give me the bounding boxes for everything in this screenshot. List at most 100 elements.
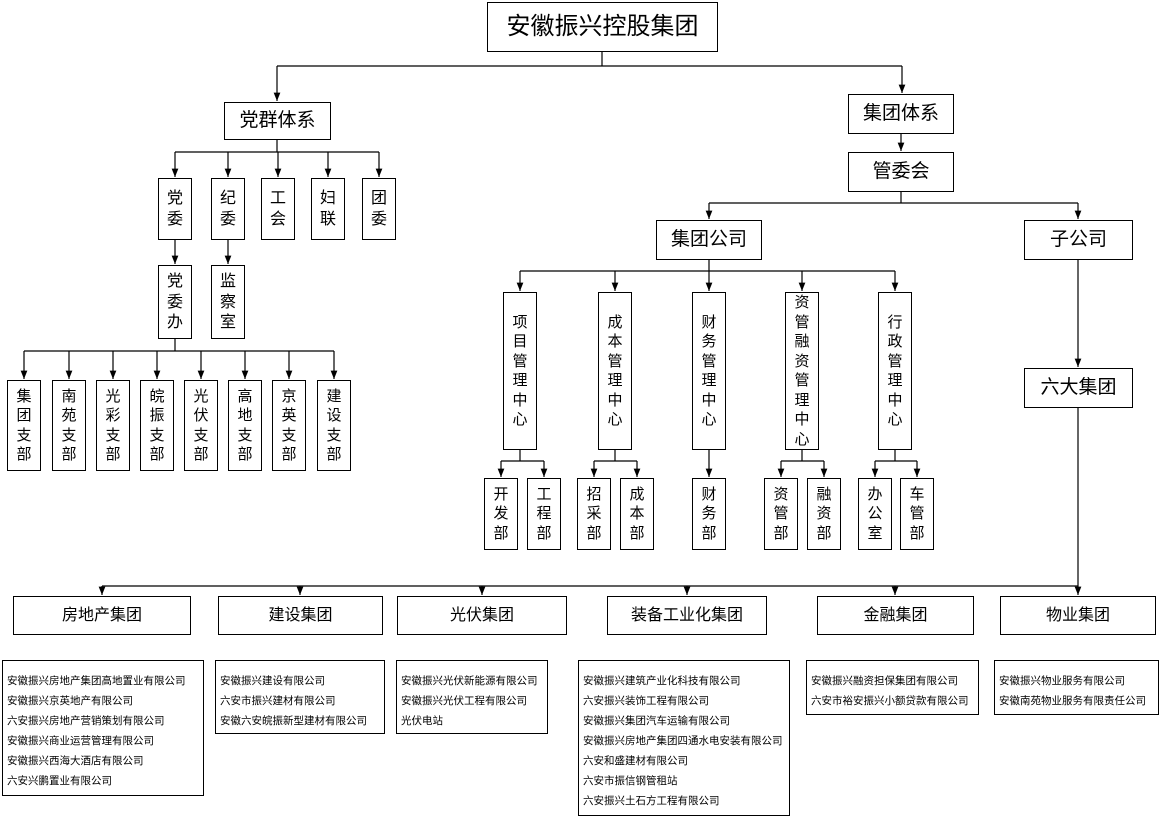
char: 光	[105, 386, 121, 405]
company-item: 六安市裕安振兴小额贷款有限公司	[811, 695, 969, 707]
subsidiary-node: 子公司	[1024, 220, 1133, 260]
char: 中	[887, 390, 903, 409]
char: 部	[61, 445, 77, 463]
party-unit-2: 工会	[261, 178, 295, 240]
char: 建	[326, 386, 342, 405]
char: 支	[105, 425, 121, 444]
char: 部	[237, 445, 253, 463]
company-item: 六安振兴房地产营销策划有限公司	[7, 715, 165, 727]
branch-3: 皖振支部	[140, 380, 174, 471]
char: 中	[701, 390, 717, 409]
company-item: 安徽六安皖振新型建材有限公司	[220, 715, 367, 727]
char: 采	[586, 504, 602, 523]
branch-6: 京英支部	[272, 380, 306, 471]
char: 光	[193, 386, 209, 405]
company-item: 六安市振信钢管租站	[583, 775, 678, 787]
group-head-5: 物业集团	[1000, 596, 1156, 635]
char: 支	[61, 425, 77, 444]
char: 中	[512, 390, 528, 409]
char: 支	[149, 425, 165, 444]
company-list-1: 安徽振兴建设有限公司六安市振兴建材有限公司安徽六安皖振新型建材有限公司	[215, 660, 385, 734]
char: 理	[794, 390, 810, 409]
party-unit-4: 团委	[362, 178, 396, 240]
dept-0-0: 开发部	[484, 478, 518, 550]
company-item: 六安振兴装饰工程有限公司	[583, 695, 709, 707]
char: 行	[887, 312, 903, 331]
char: 部	[816, 523, 832, 542]
char: 团	[16, 406, 32, 424]
char: 联	[319, 209, 336, 228]
char: 程	[536, 504, 552, 523]
center-4: 行政管理中心	[878, 292, 912, 450]
dept-2-0: 财务部	[692, 478, 726, 550]
company-list-0: 安徽振兴房地产集团高地置业有限公司安徽振兴京英地产有限公司六安振兴房地产营销策划…	[2, 660, 204, 796]
center-1: 成本管理中心	[598, 292, 632, 450]
char: 理	[607, 371, 623, 389]
char: 委	[166, 209, 183, 228]
char: 监	[219, 270, 236, 290]
char: 理	[512, 371, 528, 389]
char: 部	[586, 523, 602, 542]
char: 发	[493, 504, 509, 523]
party-system-node: 党群体系	[224, 102, 331, 140]
char: 心	[794, 429, 810, 448]
committee-node: 管委会	[848, 152, 954, 192]
char: 项	[512, 312, 528, 331]
char: 心	[701, 410, 717, 428]
char: 本	[607, 332, 623, 350]
company-item: 安徽振兴房地产集团四通水电安装有限公司	[583, 735, 783, 747]
party-unit-0: 党委	[158, 178, 192, 240]
char: 支	[16, 425, 32, 444]
group-system-node: 集团体系	[848, 94, 954, 134]
char: 招	[586, 484, 602, 503]
char: 支	[326, 425, 342, 444]
char: 管	[794, 371, 810, 389]
company-item: 安徽振兴西海大酒店有限公司	[7, 755, 144, 767]
dept-0-1: 工程部	[527, 478, 561, 550]
company-item: 光伏电站	[401, 715, 443, 727]
char: 委	[219, 209, 236, 228]
char: 本	[629, 504, 645, 523]
center-2: 财务管理中心	[692, 292, 726, 450]
company-list-5: 安徽振兴物业服务有限公司安徽南苑物业服务有限责任公司	[994, 660, 1159, 715]
group-head-3: 装备工业化集团	[607, 596, 767, 635]
char: 团	[370, 188, 387, 208]
char: 资	[773, 484, 789, 503]
char: 京	[281, 386, 297, 405]
char: 支	[193, 425, 209, 444]
char: 管	[773, 504, 789, 523]
char: 部	[281, 445, 297, 463]
char: 管	[701, 351, 717, 370]
char: 部	[629, 523, 645, 542]
char: 支	[281, 425, 297, 444]
company-item: 安徽振兴光伏新能源有限公司	[401, 675, 538, 687]
char: 办	[166, 312, 183, 332]
char: 成	[607, 312, 623, 331]
char: 务	[701, 504, 717, 523]
char: 伏	[193, 406, 209, 424]
char: 管	[512, 351, 528, 370]
char: 资	[816, 504, 832, 523]
char: 部	[193, 445, 209, 463]
char: 振	[149, 406, 165, 424]
root-node: 安徽振兴控股集团	[487, 2, 718, 52]
group-head-0: 房地产集团	[13, 596, 191, 635]
char: 公	[867, 504, 883, 523]
char: 委	[166, 291, 183, 311]
branch-7: 建设支部	[317, 380, 351, 471]
company-item: 安徽振兴房地产集团高地置业有限公司	[7, 675, 186, 687]
party-office-node: 党委办	[158, 265, 192, 339]
char: 管	[909, 504, 925, 523]
char: 地	[237, 406, 253, 424]
company-item: 六安市振兴建材有限公司	[220, 695, 336, 707]
company-list-3: 安徽振兴建筑产业化科技有限公司六安振兴装饰工程有限公司安徽振兴集团汽车运输有限公…	[578, 660, 790, 816]
char: 室	[867, 523, 883, 542]
char: 部	[493, 523, 509, 542]
company-list-2: 安徽振兴光伏新能源有限公司安徽振兴光伏工程有限公司光伏电站	[396, 660, 548, 734]
company-item: 安徽振兴建设有限公司	[220, 675, 325, 687]
char: 务	[701, 332, 717, 350]
six-groups-node: 六大集团	[1024, 368, 1133, 408]
dept-4-1: 车管部	[900, 478, 934, 550]
